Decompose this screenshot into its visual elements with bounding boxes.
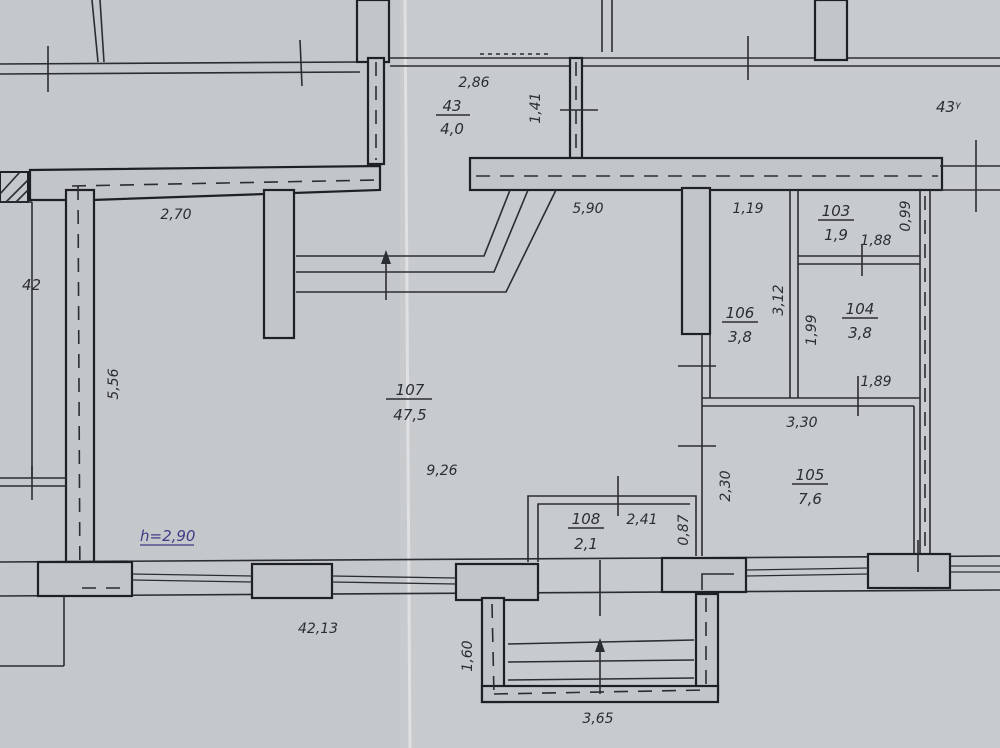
room-area: 3,8 [848,324,872,342]
room-104-label: 104 3,8 [842,300,878,342]
dim-label: 0,99 [898,200,914,231]
entrance-porch [480,592,720,704]
dim-label: 2,30 [718,470,734,501]
room-area: 4,0 [440,120,464,138]
window-lines [131,565,1000,585]
room-103-label: 103 1,9 [818,202,854,244]
room-number: 105 [796,466,825,484]
dim-label: 3,65 [582,711,613,727]
room-area: 7,6 [798,490,822,508]
bottom-wall [0,540,1000,667]
dim-label: 3,12 [771,284,787,315]
paper-fold-line [403,0,412,748]
dim-label: 1,99 [804,314,820,345]
dim-label: 2,86 [458,75,489,91]
room-105-label: 105 7,6 [792,466,828,508]
dim-label: 2,41 [626,512,657,528]
room-area: 47,5 [393,406,426,424]
top-neighbor-walls [0,0,1000,92]
dim-label: 1,88 [860,233,891,249]
neighbor-room-42-label: 42 [22,276,41,294]
room-108-label: 108 2,1 [568,510,604,553]
right-rooms-walls [678,190,931,562]
room-number: 107 [396,381,425,399]
dim-label: 2,70 [160,207,191,223]
room-area: 2,1 [574,535,598,553]
dim-label: 0,87 [676,514,692,545]
paper-shade-left [0,0,400,748]
room-43-label: 43 4,0 [436,97,470,138]
dim-label: 5,90 [572,201,603,217]
room-107-partitions [262,186,712,340]
corner-room-43-label: 43ᵞ [936,98,961,116]
main-top-wall [0,140,1000,212]
room-area: 3,8 [728,328,752,346]
ceiling-height-label: h=2,90 [140,527,195,545]
dim-label: 42,13 [298,621,338,637]
dim-label: 1,89 [860,374,891,390]
room-106-label: 106 3,8 [722,304,758,346]
dim-label: 1,60 [460,640,476,671]
room-number: 103 [822,202,851,220]
room-area: 1,9 [824,226,848,244]
room-108-walls [527,476,697,562]
room-number: 43 [442,97,461,115]
room-number: 108 [572,510,601,528]
dim-label: 1,19 [732,201,763,217]
room-number: 106 [726,304,755,322]
dim-label: 3,30 [786,415,817,431]
room-number: 104 [846,300,875,318]
room-107-label: 107 47,5 [386,381,432,424]
dim-label: 5,56 [106,368,122,399]
dim-label: 1,41 [528,92,544,123]
dim-label: 9,26 [426,463,457,479]
